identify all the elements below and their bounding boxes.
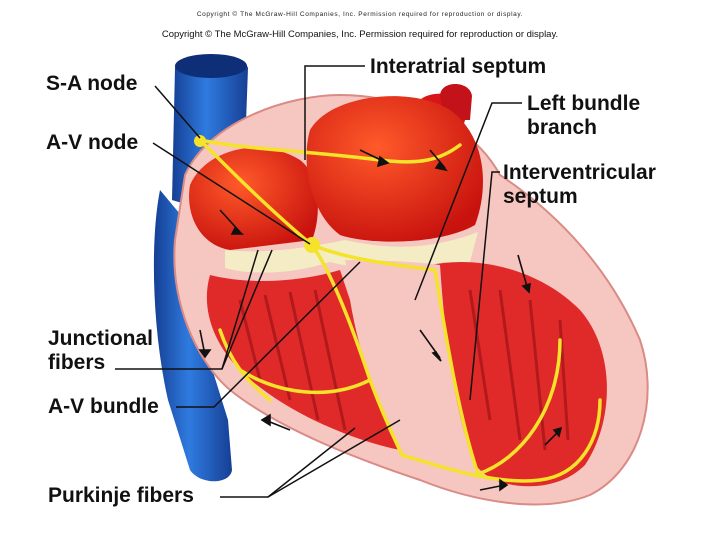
impulse-arrows — [198, 149, 563, 492]
label-left-bundle-branch-line2: branch — [527, 116, 598, 139]
label-interventricular-septum-line2: septum — [503, 185, 578, 208]
label-av-bundle: A-V bundle — [48, 395, 159, 418]
label-junctional-fibers-line1: Junctional — [48, 327, 154, 350]
label-purkinje-fibers: Purkinje fibers — [48, 484, 194, 507]
sa-node-marker — [194, 135, 206, 147]
septum-wall — [345, 260, 480, 479]
label-left-bundle-branch-line1: Left bundle — [527, 92, 641, 115]
leader-lines — [115, 65, 522, 498]
copyright-notice-small: Copyright © The McGraw-Hill Companies, I… — [196, 11, 524, 18]
leader-interventricular-septum — [469, 171, 500, 401]
label-junctional-fibers-line2: fibers — [48, 351, 106, 374]
trabeculae — [238, 289, 570, 451]
leader-sa-node — [154, 85, 201, 139]
leader-av-bundle — [176, 261, 361, 408]
label-interventricular-septum-line1: Interventricular — [503, 161, 656, 184]
label-sa-node: S-A node — [46, 72, 138, 95]
label-av-node: A-V node — [46, 131, 139, 154]
leader-left-bundle-branch — [414, 102, 522, 301]
copyright-notice: Copyright © The McGraw-Hill Companies, I… — [161, 29, 559, 40]
leader-av-node — [152, 142, 311, 245]
leader-interatrial-septum — [304, 65, 365, 160]
left-atrium — [306, 96, 483, 242]
conduction-pathway — [198, 138, 602, 483]
label-left-bundle-branch: Left bundle branch — [527, 92, 640, 140]
label-interatrial-septum: Interatrial septum — [370, 55, 547, 78]
label-interventricular-septum: Interventricular septum — [503, 161, 656, 209]
av-node-marker — [304, 237, 320, 253]
label-junctional-fibers: Junctional fibers — [48, 327, 153, 375]
